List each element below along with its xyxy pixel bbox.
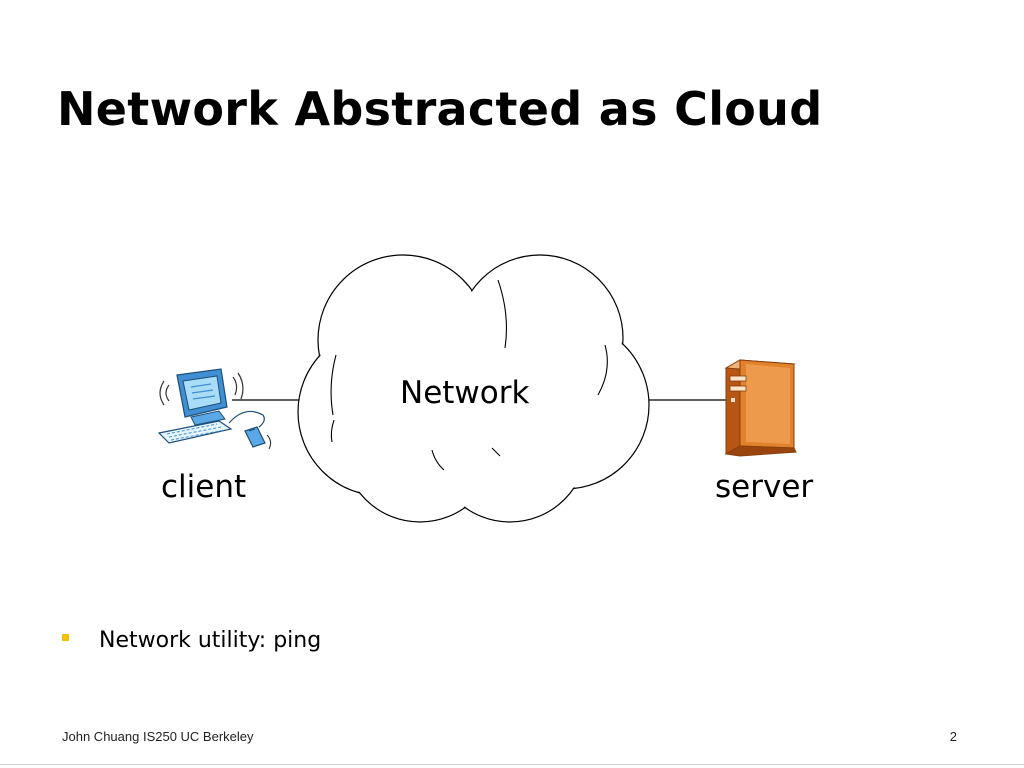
server-label: server: [715, 469, 814, 505]
server-tower-icon: [724, 359, 797, 457]
cloud-shape: [297, 254, 650, 523]
bullet-text: Network utility: ping: [99, 628, 322, 653]
footer-author: John Chuang IS250 UC Berkeley: [62, 729, 254, 744]
slide-title: Network Abstracted as Cloud: [57, 82, 823, 136]
footer-page-number: 2: [949, 729, 957, 744]
cloud-label: Network: [400, 375, 530, 411]
bottom-divider: [0, 764, 1024, 765]
client-label: client: [161, 469, 247, 505]
desktop-computer-icon: [157, 368, 272, 450]
bullet-square-icon: [62, 634, 69, 641]
bullet-item: Network utility: ping: [62, 628, 321, 653]
